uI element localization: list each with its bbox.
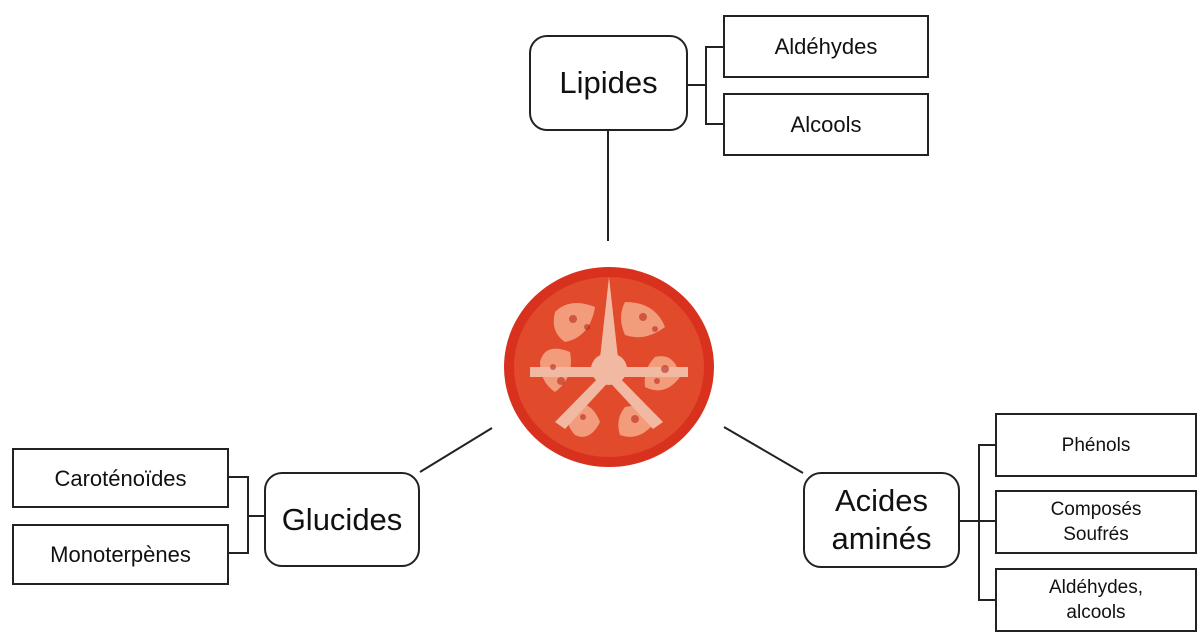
node-acides-amines: Acides aminés xyxy=(803,472,960,568)
leaf-composes-soufres-label: Composés Soufrés xyxy=(1051,497,1142,547)
leaf-monoterpenes-label: Monoterpènes xyxy=(50,541,191,568)
leaf-carotenoides: Caroténoïdes xyxy=(12,448,229,508)
leaf-aldehydes: Aldéhydes xyxy=(723,15,929,78)
node-glucides-label: Glucides xyxy=(282,501,403,539)
leaf-aldehydes-label: Aldéhydes xyxy=(775,33,878,60)
node-acides-amines-label: Acides aminés xyxy=(832,482,932,558)
leaf-aldehydes-alcools: Aldéhydes, alcools xyxy=(995,568,1197,632)
tomato-slice-icon xyxy=(495,257,725,477)
leaf-carotenoides-label: Caroténoïdes xyxy=(54,465,186,492)
leaf-alcools-label: Alcools xyxy=(791,111,862,138)
leaf-composes-soufres: Composés Soufrés xyxy=(995,490,1197,554)
leaf-aldehydes-alcools-label: Aldéhydes, alcools xyxy=(1049,575,1143,625)
node-lipides: Lipides xyxy=(529,35,688,131)
node-glucides: Glucides xyxy=(264,472,420,567)
leaf-phenols: Phénols xyxy=(995,413,1197,477)
leaf-monoterpenes: Monoterpènes xyxy=(12,524,229,585)
node-lipides-label: Lipides xyxy=(559,64,657,102)
leaf-alcools: Alcools xyxy=(723,93,929,156)
leaf-phenols-label: Phénols xyxy=(1062,433,1131,458)
